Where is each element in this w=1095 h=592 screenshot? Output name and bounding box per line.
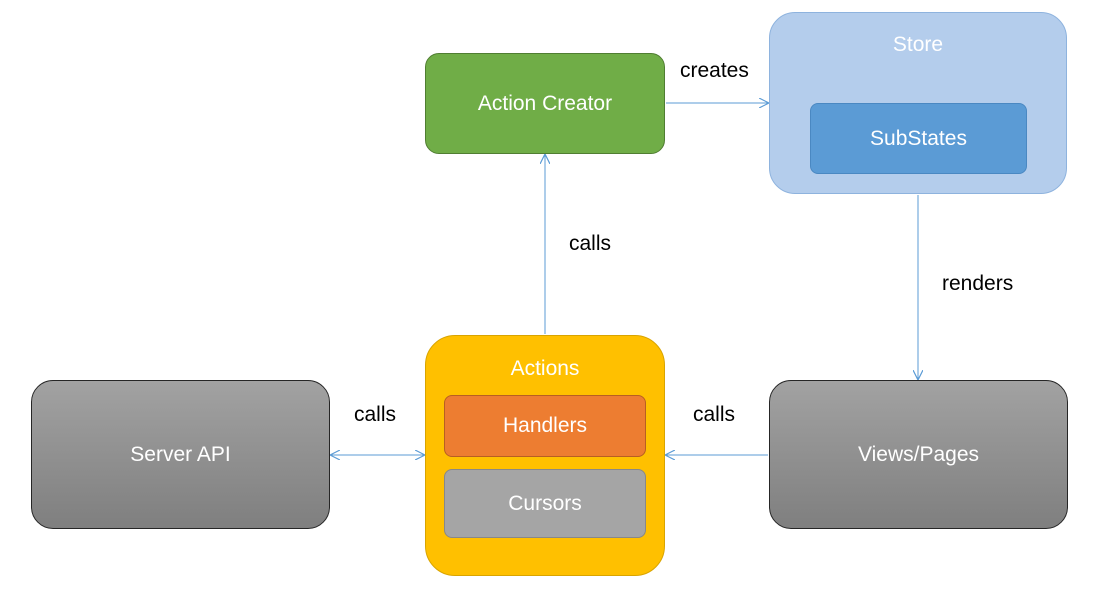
substates-node: SubStates [810,103,1027,174]
views-pages-label: Views/Pages [857,442,980,466]
edge-label-renders: renders [942,272,1014,295]
edge-label-calls-right: calls [693,403,736,426]
edge-label-calls-up: calls [569,232,612,255]
handlers-node: Handlers [444,395,646,457]
server-api-node: Server API [31,380,330,529]
cursors-node: Cursors [444,469,646,538]
views-pages-node: Views/Pages [769,380,1068,529]
action-creator-label: Action Creator [477,91,613,115]
cursors-label: Cursors [508,491,582,515]
substates-label: SubStates [870,126,967,150]
server-api-label: Server API [130,442,231,466]
action-creator-node: Action Creator [425,53,665,154]
store-label: Store [892,33,944,56]
actions-label: Actions [510,357,580,380]
edge-label-creates: creates [680,59,749,82]
handlers-label: Handlers [502,414,588,437]
edge-label-calls-left: calls [354,403,397,426]
